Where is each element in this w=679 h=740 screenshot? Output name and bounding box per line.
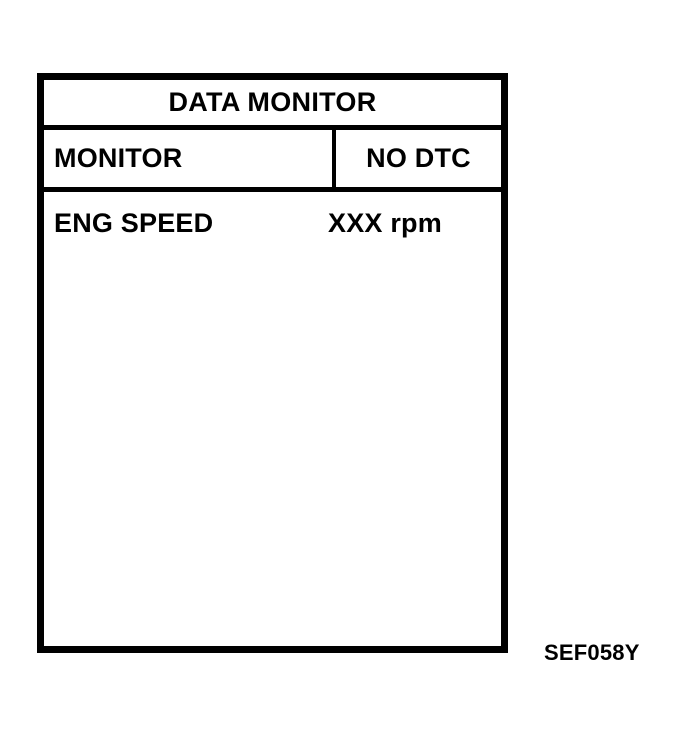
display-title-row: DATA MONITOR: [44, 80, 501, 130]
data-item-value: XXX rpm: [328, 207, 442, 238]
display-title: DATA MONITOR: [168, 87, 377, 117]
data-monitor-list: ENG SPEED XXX rpm: [44, 192, 501, 646]
data-monitor-display-panel: DATA MONITOR MONITOR NO DTC ENG SPEED XX…: [37, 73, 508, 653]
figure-reference-caption: SEF058Y: [544, 640, 640, 665]
monitor-status-label-cell: MONITOR: [44, 130, 336, 187]
monitor-status-value: NO DTC: [366, 143, 471, 173]
monitor-status-value-cell: NO DTC: [336, 130, 501, 187]
data-item-name: ENG SPEED: [54, 207, 214, 238]
monitor-status-row: MONITOR NO DTC: [44, 130, 501, 192]
data-monitor-row: ENG SPEED XXX rpm: [44, 203, 501, 243]
monitor-status-label: MONITOR: [54, 143, 183, 173]
